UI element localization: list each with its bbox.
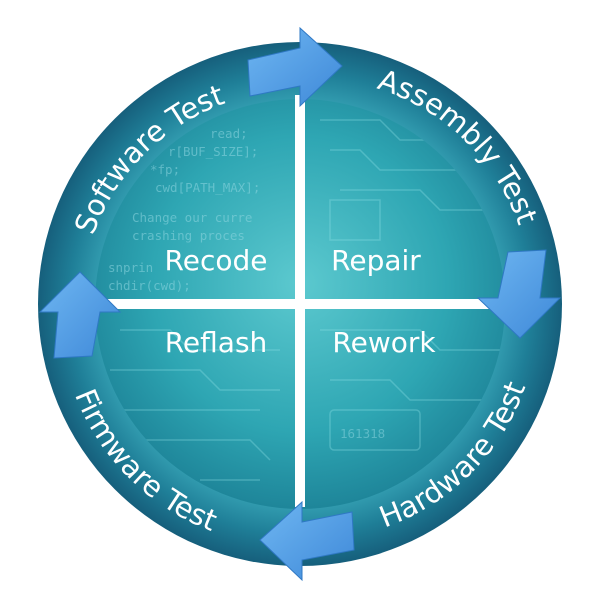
quadrant-label-recode: Recode [165,244,268,277]
code-snippet: read; r[BUF_SIZE]; *fp; cwd[PATH_MAX]; C… [108,126,260,293]
code-line: Change our curre [132,210,252,225]
code-line: crashing proces [132,228,245,243]
cycle-arrows [38,26,562,582]
quadrant-label-reflash: Reflash [165,326,268,359]
code-line: snprin [108,260,153,275]
code-line: read; [210,126,248,141]
quadrant-label-rework: Rework [332,326,436,359]
circuit-texture [110,119,500,481]
arrow-right-down-icon [476,249,562,339]
code-line: r[BUF_SIZE]; [168,144,258,159]
quadrant-label-repair: Repair [331,244,421,277]
horizontal-divider [92,299,510,309]
arrow-top-right-icon [247,26,343,108]
arrow-bottom-left-icon [259,500,355,582]
arrow-left-up-icon [38,271,122,359]
code-line: cwd[PATH_MAX]; [155,180,260,195]
code-line: chdir(cwd); [108,278,191,293]
chip-label: 161318 [340,426,385,441]
code-line: *fp; [150,162,180,177]
